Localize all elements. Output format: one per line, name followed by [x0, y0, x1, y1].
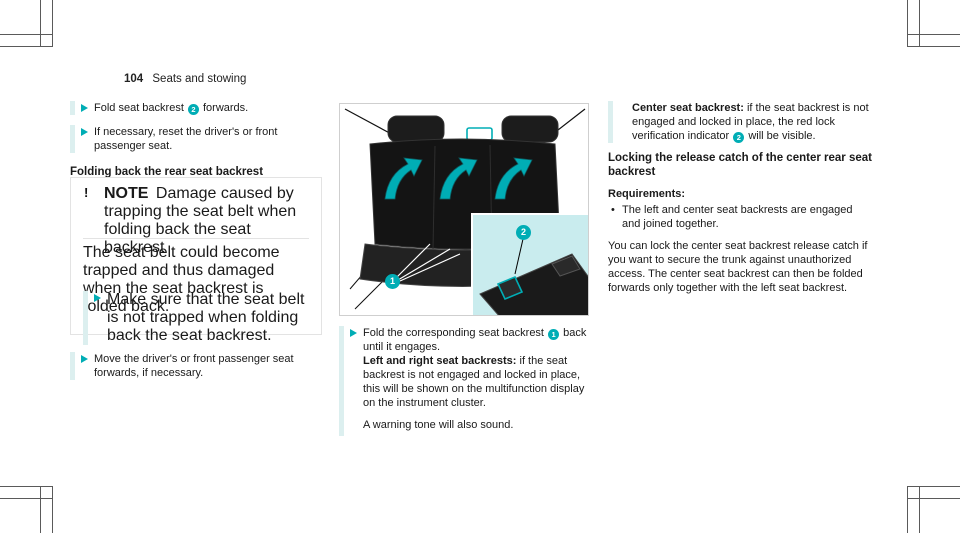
warning-icon: !: [84, 186, 95, 199]
crop-mark: [907, 498, 960, 499]
requirements-label: Requirements:: [608, 188, 686, 200]
note-divider: [83, 238, 309, 239]
marker-1-icon: 1: [548, 329, 560, 340]
section-title: Seats and stowing: [152, 73, 247, 85]
step-arrow-icon: [94, 294, 101, 302]
left-column-lower: Move the driver's or front passenger sea…: [70, 352, 325, 386]
step-arrow-icon: [81, 128, 88, 136]
body-paragraph: You can lock the center seat backrest re…: [608, 240, 868, 294]
crop-mark: [0, 46, 53, 47]
step-arrow-icon: [350, 329, 357, 337]
seat-drawing: [344, 108, 588, 315]
crop-mark: [0, 498, 53, 499]
warning-tone-text: A warning tone will also sound.: [363, 419, 514, 431]
step-text: if the seat backrest is not engaged and …: [363, 355, 585, 409]
crop-mark: [907, 486, 960, 487]
info-text: if the seat backrest is not engaged and …: [632, 102, 869, 142]
page-number: 104: [124, 73, 144, 85]
marker-2-icon: 2: [733, 132, 745, 143]
note-step-item: Make sure that the seat belt is not trap…: [83, 291, 311, 345]
requirement-item: • The left and center seat backrests are…: [608, 203, 873, 231]
note-body: The seat belt could become trapped and t…: [83, 244, 280, 315]
center-backrest-info: Center seat backrest: if the seat backre…: [608, 101, 873, 143]
step-reset-seat: If necessary, reset the driver's or fron…: [70, 125, 325, 153]
middle-column: Fold the corresponding seat backrest 1 b…: [339, 326, 594, 436]
step-text: Move the driver's or front passenger sea…: [94, 353, 294, 379]
bold-label: Center seat backrest:: [632, 102, 744, 114]
crop-mark: [0, 486, 53, 487]
step-text: back until it engages.: [363, 327, 587, 353]
crop-mark: [907, 486, 908, 533]
step-fold-backrest: Fold seat backrest 2 forwards.: [70, 101, 325, 115]
crop-mark: [919, 0, 920, 47]
crop-mark: [907, 34, 960, 35]
note-step: Make sure that the seat belt is not trap…: [83, 291, 311, 351]
note-box: ! NOTE Damage caused by trapping the sea…: [70, 177, 322, 345]
step-text: Make sure that the seat belt is not trap…: [107, 291, 305, 344]
rear-seat-illustration: 1 2: [339, 103, 589, 316]
left-column: Fold seat backrest 2 forwards. If necess…: [70, 101, 325, 187]
section-heading: Folding back the rear seat backrest: [70, 166, 264, 178]
page-header: 104 Seats and stowing: [124, 73, 246, 85]
step-text: If necessary, reset the driver's or fron…: [94, 126, 278, 152]
illustration-marker-2-icon: 2: [516, 225, 531, 240]
note-title: NOTE Damage caused by trapping the seat …: [104, 185, 314, 257]
right-column: Center seat backrest: if the seat backre…: [608, 101, 873, 295]
bullet-icon: •: [611, 204, 615, 216]
crop-mark: [40, 0, 41, 47]
illustration-marker-1-icon: 1: [385, 274, 400, 289]
marker-2-icon: 2: [187, 104, 199, 115]
crop-mark: [52, 0, 53, 47]
step-text: Fold seat backrest: [94, 102, 184, 114]
crop-mark: [907, 46, 960, 47]
crop-mark: [52, 486, 53, 533]
bold-label: Left and right seat backrests:: [363, 355, 517, 367]
step-fold-corresponding: Fold the corresponding seat backrest 1 b…: [339, 326, 594, 436]
crop-mark: [919, 486, 920, 533]
crop-mark: [907, 0, 908, 47]
crop-mark: [40, 486, 41, 533]
step-text: Fold the corresponding seat backrest: [363, 327, 544, 339]
crop-mark: [0, 34, 53, 35]
section-heading: Locking the release catch of the center …: [608, 152, 872, 178]
step-move-seat: Move the driver's or front passenger sea…: [70, 352, 325, 380]
info-text: will be visible.: [748, 130, 816, 142]
note-label: NOTE: [104, 185, 149, 202]
step-arrow-icon: [81, 104, 88, 112]
note-title-text: Damage caused by trapping the seat belt …: [104, 185, 297, 256]
requirement-text: The left and center seat backrests are e…: [622, 204, 853, 230]
step-arrow-icon: [81, 355, 88, 363]
step-text: forwards.: [203, 102, 249, 114]
